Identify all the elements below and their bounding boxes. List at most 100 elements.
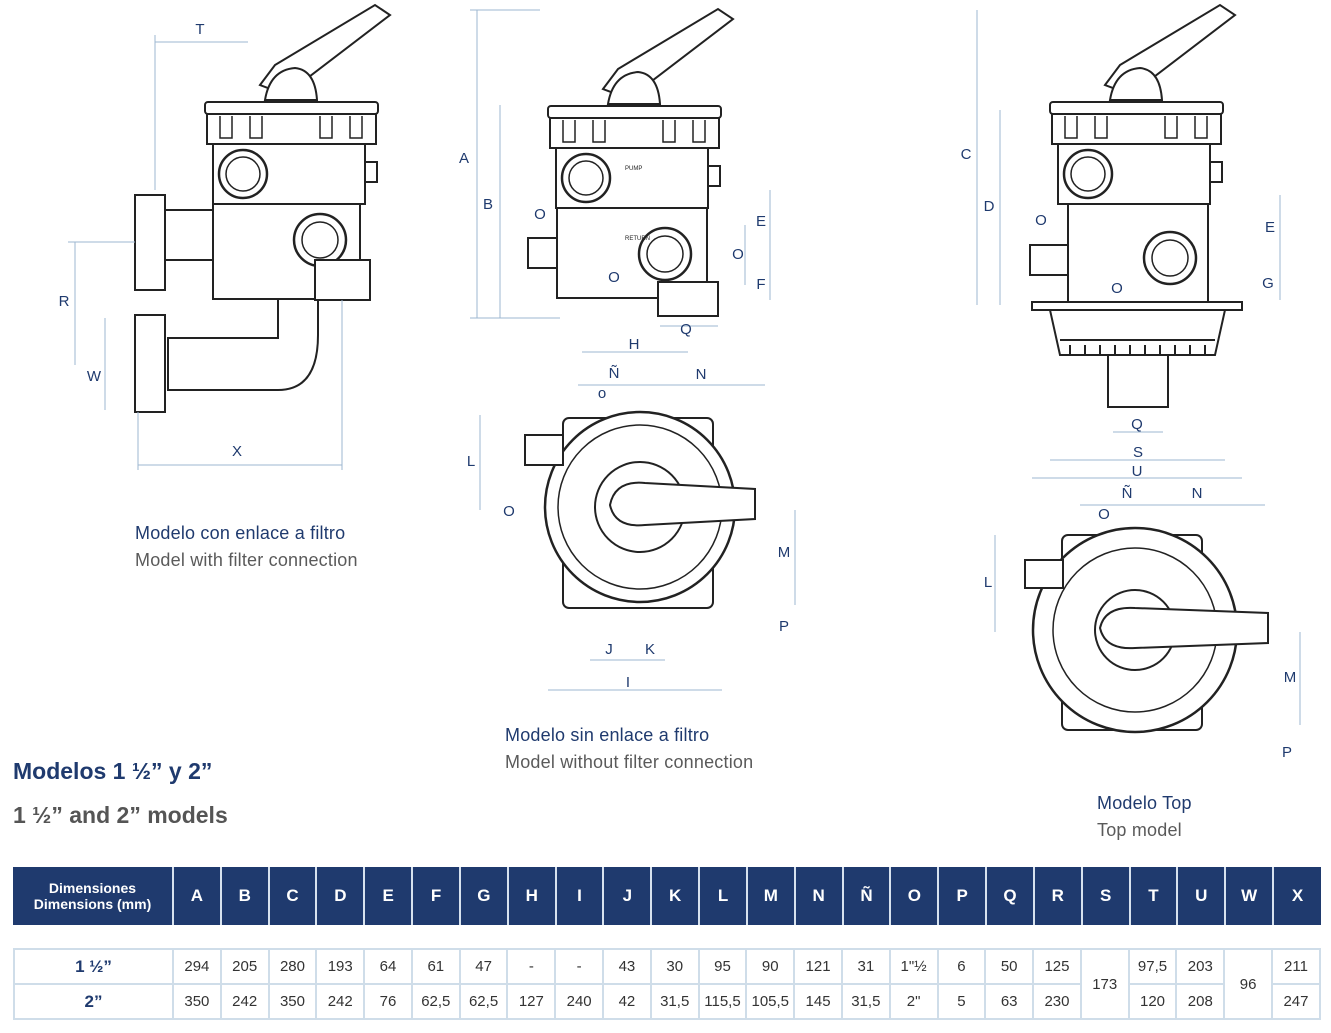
dim-label-n: N bbox=[696, 366, 707, 383]
cell-ñ: 31,5 bbox=[840, 983, 891, 1020]
cell-q: 50 bbox=[984, 948, 1035, 985]
cell-i: 240 bbox=[554, 983, 605, 1020]
column-header-m: M bbox=[745, 867, 795, 925]
column-header-c: C bbox=[267, 867, 317, 925]
dim-label-o: O bbox=[732, 246, 744, 263]
dim-label-o: O bbox=[608, 269, 620, 286]
caption-en: Model with filter connection bbox=[135, 550, 358, 570]
dim-label-u: U bbox=[1132, 463, 1143, 480]
cell-m: 105,5 bbox=[745, 983, 796, 1020]
cell-b: 205 bbox=[219, 948, 270, 985]
top-model-side-drawing: C D O O E G Q S U bbox=[961, 3, 1281, 480]
cell-a: 294 bbox=[172, 948, 222, 985]
cell-j: 43 bbox=[602, 948, 652, 985]
cell-o: 1"½ bbox=[888, 948, 939, 985]
column-header-l: L bbox=[698, 867, 747, 925]
row-label: 1 ½” bbox=[13, 948, 174, 985]
dim-label-q: Q bbox=[1131, 416, 1143, 433]
cell-t: 120 bbox=[1127, 983, 1178, 1020]
cell-d: 193 bbox=[315, 948, 366, 985]
cell-o: 2" bbox=[888, 983, 939, 1020]
column-header-o: O bbox=[889, 867, 939, 925]
top-model-top-drawing: Ñ N O L M P J K bbox=[984, 485, 1301, 760]
column-header-k: K bbox=[650, 867, 700, 925]
cell-i: - bbox=[554, 948, 605, 985]
dim-label-j: J bbox=[605, 641, 613, 658]
dim-label-w: W bbox=[87, 368, 102, 385]
column-header-j: J bbox=[602, 867, 652, 925]
dim-label-r: R bbox=[59, 293, 70, 310]
cell-l: 95 bbox=[697, 948, 748, 985]
dim-label-o: O bbox=[1098, 506, 1110, 523]
column-header-f: F bbox=[411, 867, 460, 925]
port-label-pump: PUMP bbox=[625, 166, 642, 172]
dim-label-k: K bbox=[645, 641, 655, 658]
cell-s: 173 bbox=[1079, 948, 1130, 1020]
cell-l: 115,5 bbox=[697, 983, 748, 1020]
cell-e: 76 bbox=[363, 983, 413, 1020]
port-label-return: RETURN bbox=[625, 236, 650, 242]
cell-r: 230 bbox=[1032, 983, 1082, 1020]
caption-en: Top model bbox=[1097, 820, 1182, 840]
cell-b: 242 bbox=[219, 983, 270, 1020]
dim-label-s: S bbox=[1133, 444, 1143, 461]
caption-es: Modelo sin enlace a filtro bbox=[505, 725, 710, 745]
caption-en: Model without filter connection bbox=[505, 752, 754, 772]
dim-label-f: F bbox=[756, 276, 765, 293]
dim-label-h: H bbox=[629, 336, 640, 353]
column-header-x: X bbox=[1272, 867, 1321, 925]
cell-f: 62,5 bbox=[410, 983, 461, 1020]
cell-g: 47 bbox=[458, 948, 509, 985]
dim-label-d: D bbox=[984, 198, 995, 215]
cell-x: 247 bbox=[1270, 983, 1322, 1020]
caption-es: Modelo con enlace a filtro bbox=[135, 523, 346, 543]
dim-label-a: A bbox=[459, 150, 469, 167]
cell-c: 280 bbox=[267, 948, 318, 985]
cell-h: 127 bbox=[506, 983, 557, 1020]
column-header-b: B bbox=[219, 867, 269, 925]
dim-label-i: I bbox=[626, 674, 630, 691]
column-header-s: S bbox=[1080, 867, 1130, 925]
cell-n: 121 bbox=[793, 948, 843, 985]
column-header-u: U bbox=[1176, 867, 1226, 925]
cell-x: 211 bbox=[1270, 948, 1322, 985]
column-header-ñ: Ñ bbox=[841, 867, 891, 925]
dim-label-x: X bbox=[232, 443, 242, 460]
dim-label-o: O bbox=[1111, 280, 1123, 297]
dim-label-t: T bbox=[195, 21, 204, 38]
dimensions-header-cell: Dimensiones Dimensions (mm) bbox=[13, 867, 173, 925]
cell-k: 30 bbox=[649, 948, 700, 985]
cell-q: 63 bbox=[984, 983, 1035, 1020]
caption-es: Modelo Top bbox=[1097, 793, 1192, 813]
valve-without-filter-top-drawing: Ñ o N L O M P J K I bbox=[467, 365, 796, 691]
dim-label-n: N bbox=[1192, 485, 1203, 502]
caption-without-filter: Modelo sin enlace a filtro Model without… bbox=[505, 722, 753, 776]
cell-k: 31,5 bbox=[649, 983, 700, 1020]
column-header-d: D bbox=[315, 867, 365, 925]
dim-label-c: C bbox=[961, 146, 972, 163]
column-header-a: A bbox=[172, 867, 221, 925]
models-title-es: Modelos 1 ½” y 2” bbox=[13, 758, 213, 784]
caption-top-model: Modelo Top Top model bbox=[1097, 790, 1192, 844]
models-title-en: 1 ½” and 2” models bbox=[13, 802, 228, 828]
dim-label-n-tilde: Ñ bbox=[609, 365, 620, 382]
cell-h: - bbox=[506, 948, 557, 985]
dim-label-e: E bbox=[1265, 219, 1275, 236]
cell-u: 208 bbox=[1175, 983, 1226, 1020]
cell-f: 61 bbox=[410, 948, 461, 985]
cell-r: 125 bbox=[1032, 948, 1082, 985]
cell-g: 62,5 bbox=[458, 983, 509, 1020]
column-header-r: R bbox=[1032, 867, 1082, 925]
dim-label-p: P bbox=[1282, 744, 1292, 760]
dim-label-b: B bbox=[483, 196, 493, 213]
column-header-t: T bbox=[1128, 867, 1178, 925]
cell-d: 242 bbox=[315, 983, 366, 1020]
cell-m: 90 bbox=[745, 948, 796, 985]
column-header-w: W bbox=[1224, 867, 1274, 925]
header-en: Dimensions (mm) bbox=[33, 896, 152, 912]
valve-filter-connection-drawing: T R W X bbox=[59, 3, 392, 470]
dim-label-e: E bbox=[756, 213, 766, 230]
cell-p: 6 bbox=[936, 948, 987, 985]
dim-label-q: Q bbox=[680, 321, 692, 338]
